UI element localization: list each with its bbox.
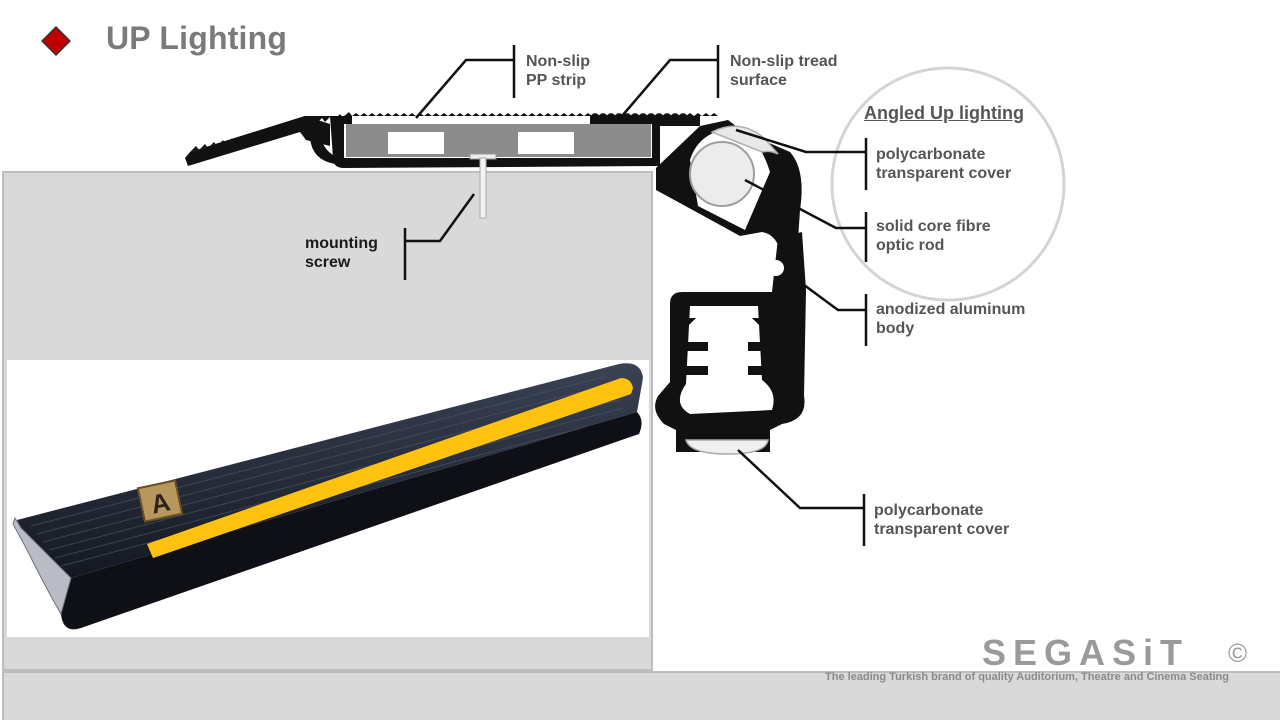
label-polycarbonate-cover-bottom: polycarbonate transparent cover (874, 501, 1009, 539)
brand-logo: SEGASiT (982, 632, 1190, 673)
polycarbonate-cover-top (710, 125, 779, 155)
leader-screw (405, 193, 476, 243)
nosing-ramp (185, 116, 330, 166)
polycarbonate-cover-bottom (685, 439, 769, 455)
mounting-screw-shaft (479, 157, 487, 219)
label-line: transparent cover (876, 165, 1012, 182)
label-line: anodized aluminum (876, 301, 1026, 318)
nosing-front-face (61, 412, 642, 630)
label-line: PP strip (526, 72, 587, 89)
label-line: body (876, 320, 915, 337)
barb (748, 366, 770, 375)
tread-ridges (590, 113, 718, 116)
riser-notch (768, 260, 784, 276)
pp-strip-slot (388, 132, 444, 154)
main-channel-body (330, 116, 700, 168)
fibre-optic-rod (689, 141, 755, 207)
barb (686, 366, 708, 375)
label-mounting-screw: mounting screw (305, 234, 378, 272)
label-line: transparent cover (874, 521, 1010, 538)
label-line: polycarbonate (874, 502, 984, 519)
exit-badge (136, 479, 184, 523)
barb (686, 342, 708, 351)
footer-band (2, 671, 1280, 720)
page-title: UP Lighting (106, 20, 288, 56)
nosing-end-cap (12, 516, 72, 616)
barb (748, 342, 770, 351)
label-line: screw (305, 254, 351, 271)
leader-rod (744, 178, 866, 230)
diamond-bullet-icon (41, 26, 71, 56)
angled-lighting-magnifier-circle (830, 66, 1066, 302)
label-aluminum-body: anodized aluminum body (876, 300, 1025, 338)
barb (752, 318, 762, 328)
label-line: optic rod (876, 237, 945, 254)
label-line: Non-slip tread (730, 53, 838, 70)
ramp-serrations (190, 112, 352, 152)
copyright-symbol: © (1228, 638, 1248, 668)
leader-tread (621, 58, 718, 117)
leader-body (799, 280, 866, 312)
label-line: polycarbonate (876, 146, 986, 163)
product-photo: A (7, 360, 649, 637)
label-non-slip-tread: Non-slip tread surface (730, 52, 838, 90)
label-non-slip-pp-strip: Non-slip PP strip (526, 52, 590, 90)
leader-cover-top (735, 128, 866, 154)
label-line: Non-slip (526, 53, 590, 70)
label-polycarbonate-cover-top: polycarbonate transparent cover (876, 145, 1011, 183)
leader-cover-bottom (737, 449, 864, 510)
angled-up-lighting-title: Angled Up lighting (864, 103, 1024, 123)
label-line: mounting (305, 235, 378, 252)
yellow-light-strip (147, 378, 633, 558)
label-fibre-optic-rod: solid core fibre optic rod (876, 217, 991, 255)
nosing-top-surface (17, 363, 643, 578)
label-line: solid core fibre (876, 218, 991, 235)
leader-pp-strip (415, 58, 514, 119)
pp-strip-slot (518, 132, 574, 154)
label-line: surface (730, 72, 787, 89)
ramp-hook (304, 128, 335, 164)
callout-leader-lines (403, 45, 868, 546)
stair-nosing-product-image: A (12, 363, 643, 630)
brand-tagline: The leading Turkish brand of quality Aud… (825, 671, 1229, 683)
riser-cavity (679, 306, 774, 414)
barb (686, 318, 696, 328)
